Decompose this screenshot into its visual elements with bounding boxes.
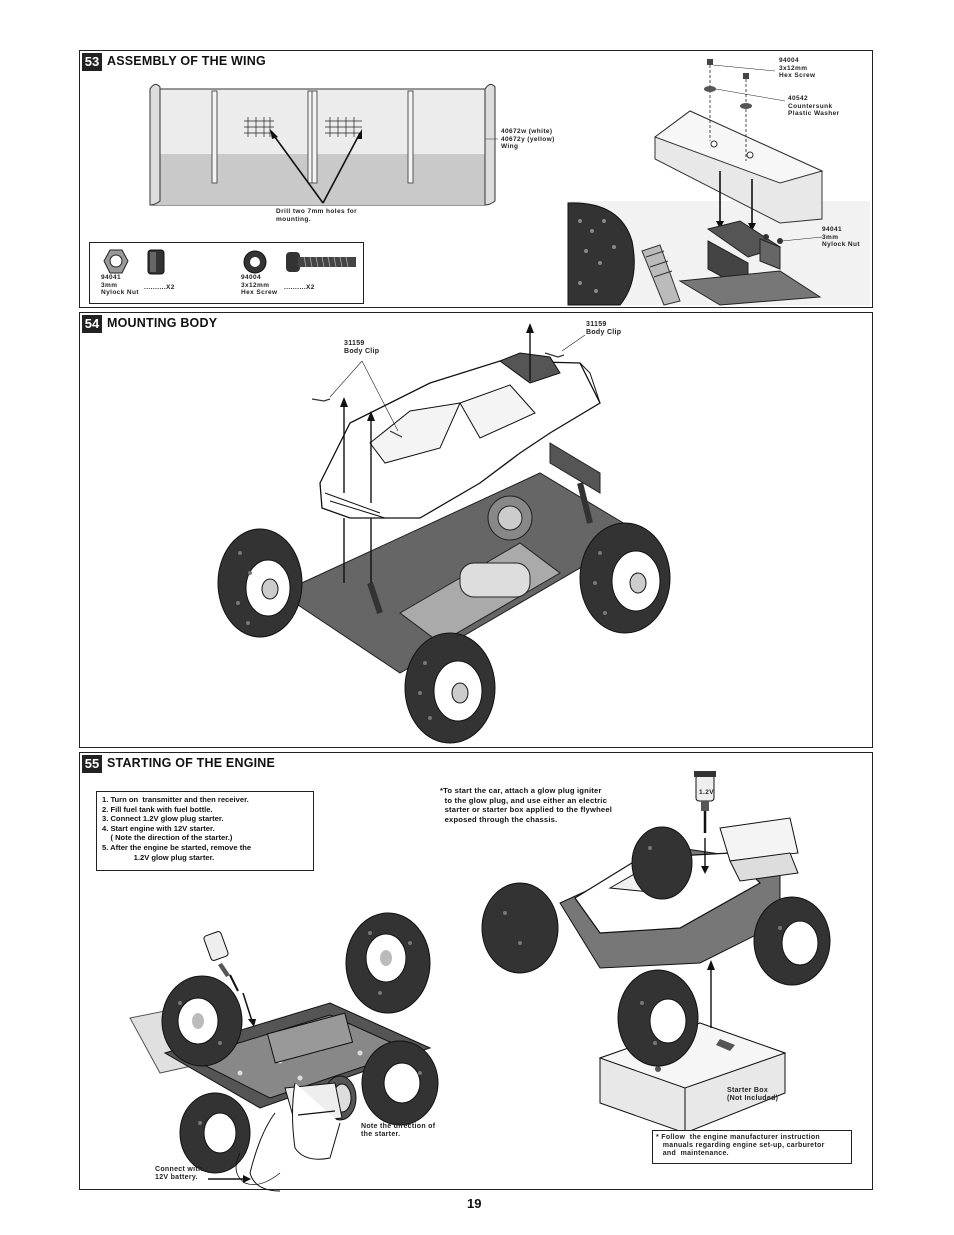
step-number: 55 — [82, 755, 102, 773]
step-number: 54 — [82, 315, 102, 333]
glow-voltage-label: 1.2V — [699, 789, 714, 796]
direction-note: Note the direction of the starter. — [361, 1123, 436, 1138]
battery-note: Connect with 12V battery. — [155, 1166, 203, 1181]
nut-label-right: 94041 3mm Nylock Nut — [822, 226, 860, 248]
hex-screw-icon — [243, 250, 356, 274]
instructions-box: 1. Turn on transmitter and then receiver… — [96, 791, 314, 871]
page-number: 19 — [467, 1196, 482, 1211]
electric-starter — [249, 1075, 357, 1192]
wing-flat-illustration — [149, 59, 870, 306]
part-screw-qty: ..........X2 — [284, 284, 315, 291]
tire-left-right — [361, 1040, 439, 1126]
step-55-panel: 55 STARTING OF THE ENGINE 1. Turn on tra… — [79, 752, 873, 1192]
body-clip-left-label: 31159 Body Clip — [344, 340, 380, 355]
starting-engine-illustration — [129, 771, 831, 1192]
tire-left-front — [161, 975, 243, 1067]
wing-mount-illustration — [567, 59, 870, 306]
step-title: MOUNTING BODY — [107, 316, 218, 330]
part-screw-label: 94004 3x12mm Hex Screw — [241, 274, 278, 296]
part-nut-qty: ..........X2 — [144, 284, 175, 291]
nylock-nut-icon — [103, 249, 165, 275]
washer-label: 40542 Countersunk Plastic Washer — [788, 95, 840, 117]
part-nut-label: 94041 3mm Nylock Nut — [101, 274, 139, 296]
glow-igniter-left — [203, 931, 256, 1027]
tire-front-right — [404, 632, 496, 744]
parts-box: 94041 3mm Nylock Nut ..........X2 94004 … — [89, 242, 364, 304]
step-number: 53 — [82, 53, 102, 71]
follow-note-text: * Follow the engine manufacturer instruc… — [656, 1134, 825, 1157]
follow-note-box: * Follow the engine manufacturer instruc… — [652, 1130, 852, 1164]
truck-right — [481, 817, 831, 1067]
tire-left-bottom — [179, 1092, 251, 1174]
tire-front-left — [217, 528, 303, 638]
top-screw-label: 94004 3x12mm Hex Screw — [779, 57, 816, 79]
mounting-body-illustration — [217, 323, 671, 744]
instructions-text: 1. Turn on transmitter and then receiver… — [102, 795, 252, 862]
tire-rear-right — [579, 522, 671, 634]
step-53-panel: 53 ASSEMBLY OF THE WING — [79, 50, 873, 308]
starter-box-label: Starter Box (Not Included) — [727, 1087, 779, 1102]
step-title: STARTING OF THE ENGINE — [107, 756, 276, 770]
drill-note: Drill two 7mm holes for mounting. — [276, 208, 358, 223]
step-54-panel: 54 MOUNTING BODY 31159 Body Clip 31159 B… — [79, 312, 873, 748]
body-clip-right-label: 31159 Body Clip — [586, 321, 622, 336]
glow-igniter-right — [694, 771, 716, 874]
glow-plug-note: *To start the car, attach a glow plug ig… — [440, 786, 613, 824]
tire-left-top — [345, 912, 431, 1014]
wing-part-label: 40672w (white) 40672y (yellow) Wing — [501, 128, 555, 150]
step-title: ASSEMBLY OF THE WING — [107, 54, 266, 68]
